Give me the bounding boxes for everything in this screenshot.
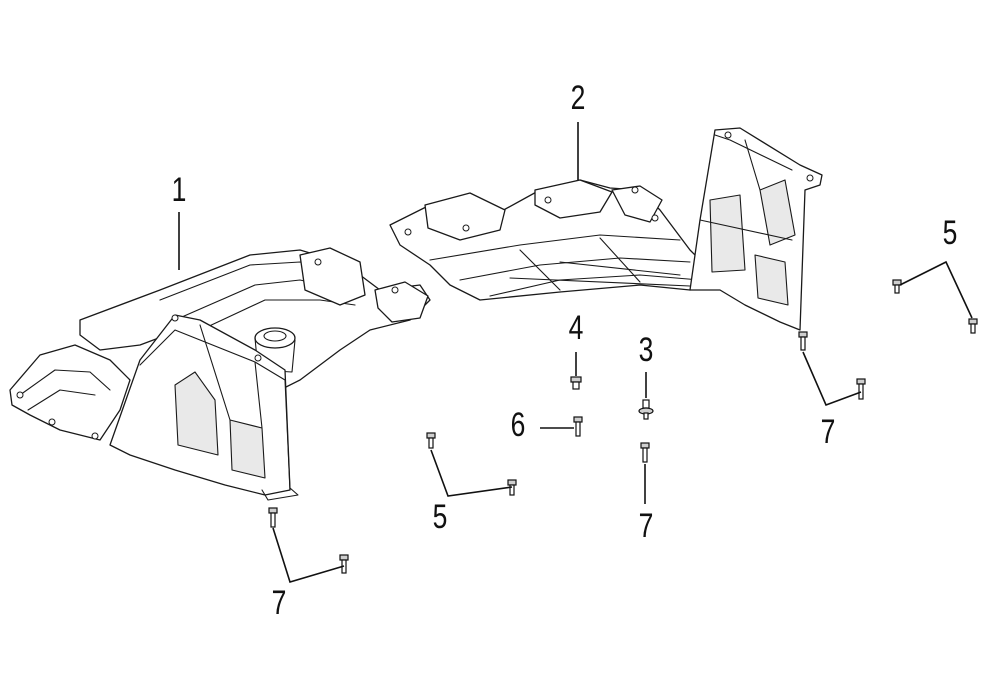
nut-4	[570, 376, 582, 390]
bolt-6	[573, 416, 583, 437]
leader-5a	[899, 260, 973, 319]
bolt-5b-upper	[426, 432, 436, 449]
bolt-5b-lower	[507, 479, 517, 496]
callout-6: 6	[511, 406, 526, 444]
bolt-7c-lower	[856, 378, 866, 400]
callout-7-center: 7	[639, 507, 654, 545]
callout-4: 4	[569, 309, 584, 347]
bolt-7a-upper	[268, 507, 278, 528]
part-1-front-skid-plate	[9, 247, 431, 501]
fasteners	[268, 279, 978, 574]
callout-7-left: 7	[272, 584, 287, 622]
clip-3	[638, 399, 654, 420]
callout-2: 2	[571, 79, 586, 117]
bolt-7a-lower	[339, 554, 349, 574]
bolt-7c-upper	[798, 331, 808, 351]
callout-7-right: 7	[821, 413, 836, 451]
leader-lines	[178, 122, 973, 583]
callout-5-center: 5	[433, 498, 448, 536]
leader-7c	[802, 351, 862, 407]
bolt-7b	[640, 442, 650, 463]
callout-5-right: 5	[943, 214, 958, 252]
leader-5b	[430, 449, 513, 497]
callout-1: 1	[172, 171, 187, 209]
bolt-5a-upper	[892, 279, 902, 294]
part-2-rear-skid-plate	[389, 127, 823, 331]
bolt-5a-lower	[968, 318, 978, 334]
callout-3: 3	[639, 331, 654, 369]
callout-labels: 1 2 3 4 5 5 6 7 7 7	[172, 79, 958, 622]
leader-7a	[272, 527, 345, 583]
